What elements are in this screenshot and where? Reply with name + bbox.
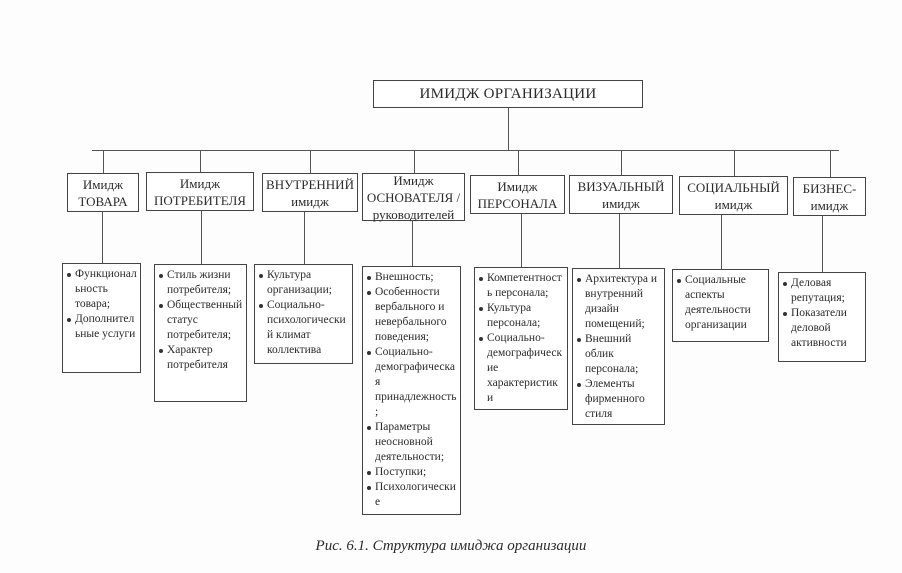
list-item: Психологические характеристики (366, 480, 457, 514)
list-item: Внешний облик персонала; (576, 332, 661, 377)
category-header-label: Имидж ОСНОВАТЕЛЯ / руководителей (366, 172, 461, 222)
category-header: СОЦИАЛЬНЫЙ имидж (679, 176, 788, 215)
category-connector (103, 150, 104, 173)
category-header-label: ВИЗУАЛЬНЫЙ имидж (577, 178, 665, 211)
root-node-title: ИМИДЖ ОРГАНИЗАЦИИ (373, 80, 643, 108)
category-connector (621, 150, 622, 175)
detail-connector (102, 212, 103, 263)
category-header-label: Имидж ПЕРСОНАЛА (477, 178, 558, 211)
category-details-list: Социальные аспекты деятельности организа… (672, 269, 769, 342)
list-item: Характер потребителя (158, 343, 243, 373)
list-item: Компетентность персонала; (478, 271, 564, 301)
category-header-label: Имидж ПОТРЕБИТЕЛЯ (154, 175, 246, 208)
detail-connector (201, 211, 202, 264)
category-header-label: ВНУТРЕННИЙ имидж (266, 176, 354, 209)
category-details-list: Стиль жизни потребителя;Общественный ста… (154, 264, 247, 402)
list-item: Поступки; (366, 465, 457, 480)
list-item: Социально-психологический климат коллект… (258, 298, 349, 358)
list-item: Стиль жизни потребителя; (158, 268, 243, 298)
category-header: Имидж ПЕРСОНАЛА (470, 175, 565, 214)
category-connector (830, 150, 831, 177)
category-header-label: Имидж ТОВАРА (78, 176, 128, 209)
category-header: ВИЗУАЛЬНЫЙ имидж (569, 175, 673, 214)
detail-connector (721, 215, 722, 269)
category-header-label: БИЗНЕС-имидж (802, 180, 857, 213)
category-header-label: СОЦИАЛЬНЫЙ имидж (687, 179, 780, 212)
detail-connector (822, 216, 823, 272)
list-item: Функциональность товара; (66, 267, 137, 312)
list-item: Внешность; (366, 270, 457, 285)
category-connector (414, 150, 415, 173)
category-details-list: Деловая репутация;Показатели деловой акт… (778, 272, 866, 362)
list-item: Социальные аспекты деятельности организа… (676, 273, 765, 333)
list-item: Общественный статус потребителя; (158, 298, 243, 343)
category-connector (518, 150, 519, 175)
list-item: Параметры неосновной деятельности; (366, 420, 457, 465)
category-details-list: Функциональность товара;Дополнительные у… (62, 263, 141, 373)
category-connector (200, 150, 201, 172)
category-header: БИЗНЕС-имидж (793, 177, 866, 216)
detail-connector (412, 221, 413, 266)
category-connector (734, 150, 735, 176)
list-item: Показатели деловой активности (782, 306, 862, 351)
list-item: Дополнительные услуги (66, 312, 137, 342)
list-item: Социально-демографические характеристики (478, 331, 564, 406)
trunk-connector (508, 108, 509, 150)
detail-connector (304, 212, 305, 264)
detail-connector (521, 214, 522, 267)
list-item: Архитектура и внутренний дизайн помещени… (576, 272, 661, 332)
list-item: Культура организации; (258, 268, 349, 298)
list-item: Особенности вербального и невербального … (366, 285, 457, 345)
category-details-list: Архитектура и внутренний дизайн помещени… (572, 268, 665, 425)
list-item: Культура персонала; (478, 301, 564, 331)
list-item: Деловая репутация; (782, 276, 862, 306)
category-header: Имидж ОСНОВАТЕЛЯ / руководителей (362, 172, 465, 222)
category-details-list: Культура организации;Социально-психологи… (254, 264, 353, 364)
category-header: Имидж ТОВАРА (67, 173, 139, 212)
category-header: Имидж ПОТРЕБИТЕЛЯ (146, 172, 254, 211)
detail-connector (619, 214, 620, 268)
category-connector (310, 150, 311, 173)
horizontal-connector (92, 150, 839, 151)
list-item: Социально-демографическая принадлежность… (366, 345, 457, 420)
category-details-list: Компетентность персонала;Культура персон… (474, 267, 568, 410)
figure-caption: Рис. 6.1. Структура имиджа организации (315, 538, 587, 554)
category-header: ВНУТРЕННИЙ имидж (262, 173, 358, 212)
list-item: Элементы фирменного стиля (576, 377, 661, 422)
category-details-list: Внешность;Особенности вербального и неве… (362, 266, 461, 515)
